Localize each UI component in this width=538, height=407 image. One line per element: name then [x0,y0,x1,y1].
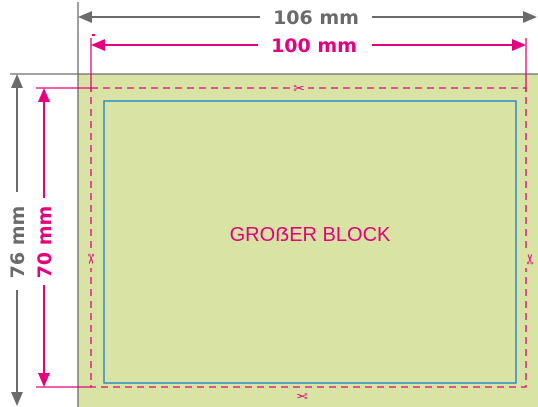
svg-text:✂: ✂ [296,387,308,403]
block-label: GROẞER BLOCK [230,224,391,246]
scissors-icon: ✂ [523,250,538,268]
inner-height-dimension [36,87,92,388]
svg-text:✂: ✂ [523,253,538,265]
inner-width-dimension [90,34,527,92]
outer-height-dimension [11,74,23,406]
outer-width-label: 106 mm [273,7,359,29]
outer-height-label: 76 mm [7,206,29,279]
bleed-area [78,74,538,407]
scissors-icon: ✂ [82,250,98,268]
inner-width-label: 100 mm [271,35,357,57]
svg-text:✂: ✂ [293,81,305,97]
scissors-icon: ✂ [290,81,308,97]
inner-height-label: 70 mm [34,206,56,279]
svg-text:✂: ✂ [82,253,98,265]
cut-line [90,87,527,388]
outer-width-dimension [78,11,537,23]
safe-zone [103,100,517,384]
scissors-icon: ✂ [293,387,311,403]
